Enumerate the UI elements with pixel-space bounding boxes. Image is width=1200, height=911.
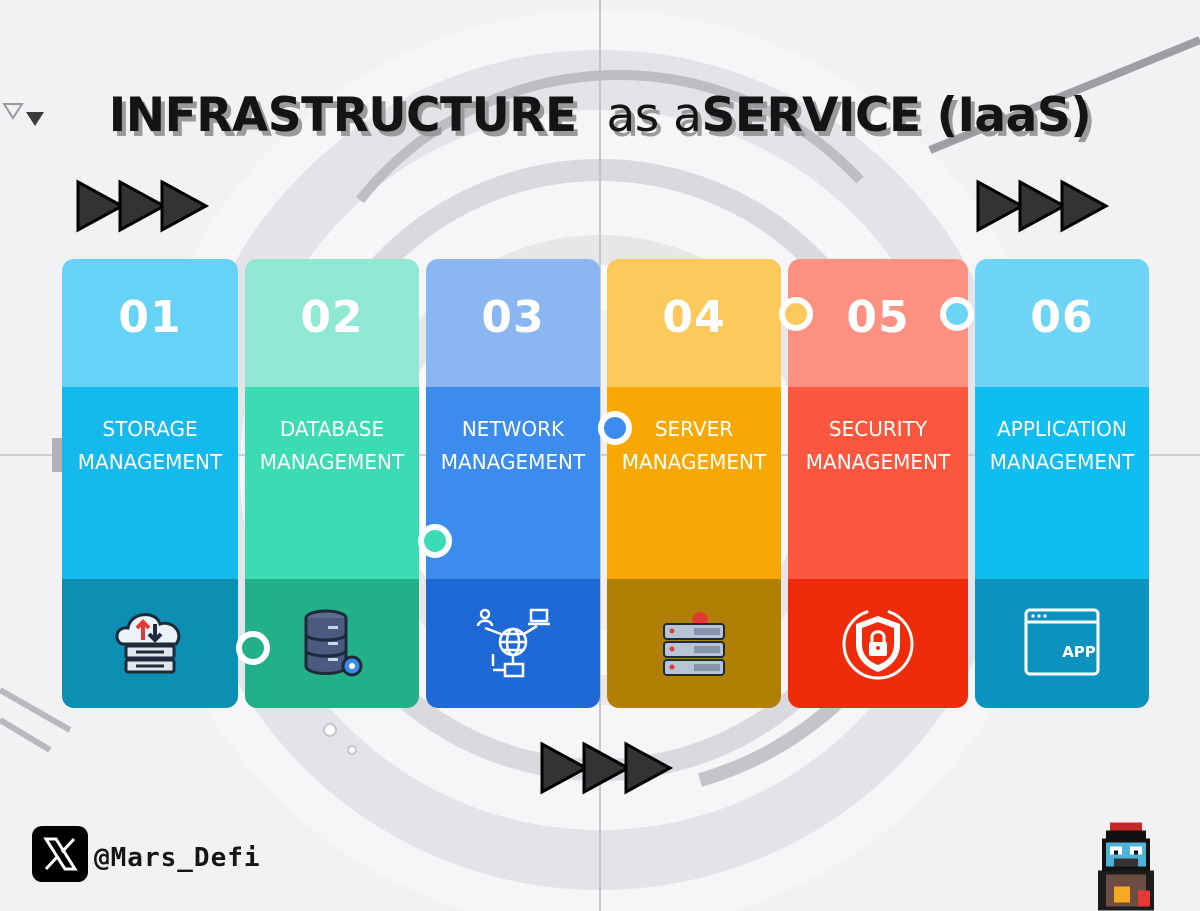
app-window-icon: APP bbox=[1024, 608, 1100, 676]
card-middle-band bbox=[426, 387, 600, 579]
card-top-band bbox=[975, 259, 1149, 387]
card-top-band bbox=[62, 259, 238, 387]
card-middle-band bbox=[788, 387, 968, 579]
card-bottom-band bbox=[426, 579, 600, 708]
pixel-avatar-icon bbox=[1098, 822, 1154, 911]
card-bottom-band bbox=[975, 579, 1149, 708]
card-server-management: 04 SERVER MANAGEMENT bbox=[607, 259, 781, 708]
twitter-handle[interactable]: @Mars_Defi bbox=[94, 843, 261, 873]
card-network-management: 03 NETWORK MANAGEMENT bbox=[426, 259, 600, 708]
card-label-line2: MANAGEMENT bbox=[259, 450, 405, 474]
card-middle-band bbox=[607, 387, 781, 579]
arrows-bottom-center-icon bbox=[540, 741, 674, 795]
card-label-line1: APPLICATION bbox=[997, 417, 1127, 441]
puzzle-knob bbox=[598, 411, 632, 445]
cloud-server-icon bbox=[115, 613, 181, 674]
app-icon-text: APP bbox=[1062, 643, 1096, 661]
card-label-line1: STORAGE bbox=[102, 417, 198, 441]
card-database-management: 02 DATABASE MANAGEMENT bbox=[245, 259, 419, 708]
title-part-iaas: (IaaS) bbox=[936, 88, 1092, 143]
title-part-infrastructure: INFRASTRUCTURE bbox=[108, 88, 577, 143]
title-part-as-a: as a bbox=[606, 88, 702, 143]
card-top-band bbox=[607, 259, 781, 387]
page-title: INFRASTRUCTURE as aSERVICE (IaaS) bbox=[0, 88, 1200, 143]
card-label-line1: NETWORK bbox=[461, 417, 565, 441]
title-part-service: SERVICE bbox=[701, 88, 921, 143]
card-security-management: 05 SECURITY MANAGEMENT bbox=[788, 259, 968, 708]
card-number: 06 bbox=[1030, 292, 1094, 343]
card-middle-band bbox=[62, 387, 238, 579]
card-application-management: 06 APPLICATION MANAGEMENT APP bbox=[975, 259, 1149, 708]
security-shield-icon bbox=[842, 608, 914, 680]
x-logo-icon bbox=[32, 826, 88, 882]
card-number: 03 bbox=[481, 292, 545, 343]
arrows-top-left-icon bbox=[76, 179, 210, 233]
card-top-band bbox=[245, 259, 419, 387]
card-top-band bbox=[426, 259, 600, 387]
card-middle-band bbox=[975, 387, 1149, 579]
card-storage-management: 01 STORAGE MANAGEMENT bbox=[62, 259, 238, 708]
puzzle-knob bbox=[940, 297, 974, 331]
card-number: 04 bbox=[662, 292, 726, 343]
puzzle-knob bbox=[236, 631, 270, 665]
database-gear-icon bbox=[304, 609, 363, 677]
card-number: 01 bbox=[118, 292, 182, 343]
card-label-line1: SERVER bbox=[654, 417, 734, 441]
server-rack-icon bbox=[663, 612, 725, 676]
card-label-line2: MANAGEMENT bbox=[621, 450, 767, 474]
card-number: 02 bbox=[300, 292, 364, 343]
card-label-line2: MANAGEMENT bbox=[805, 450, 951, 474]
arrows-top-right-icon bbox=[976, 179, 1110, 233]
puzzle-knob bbox=[779, 297, 813, 331]
puzzle-knob bbox=[418, 524, 452, 558]
card-number: 05 bbox=[846, 292, 910, 343]
card-label-line2: MANAGEMENT bbox=[440, 450, 586, 474]
card-label-line1: DATABASE bbox=[279, 417, 385, 441]
network-globe-icon bbox=[476, 608, 550, 678]
card-label-line2: MANAGEMENT bbox=[77, 450, 223, 474]
card-top-band bbox=[788, 259, 968, 387]
card-middle-band bbox=[245, 387, 419, 579]
card-label-line1: SECURITY bbox=[828, 417, 928, 441]
card-label-line2: MANAGEMENT bbox=[989, 450, 1135, 474]
